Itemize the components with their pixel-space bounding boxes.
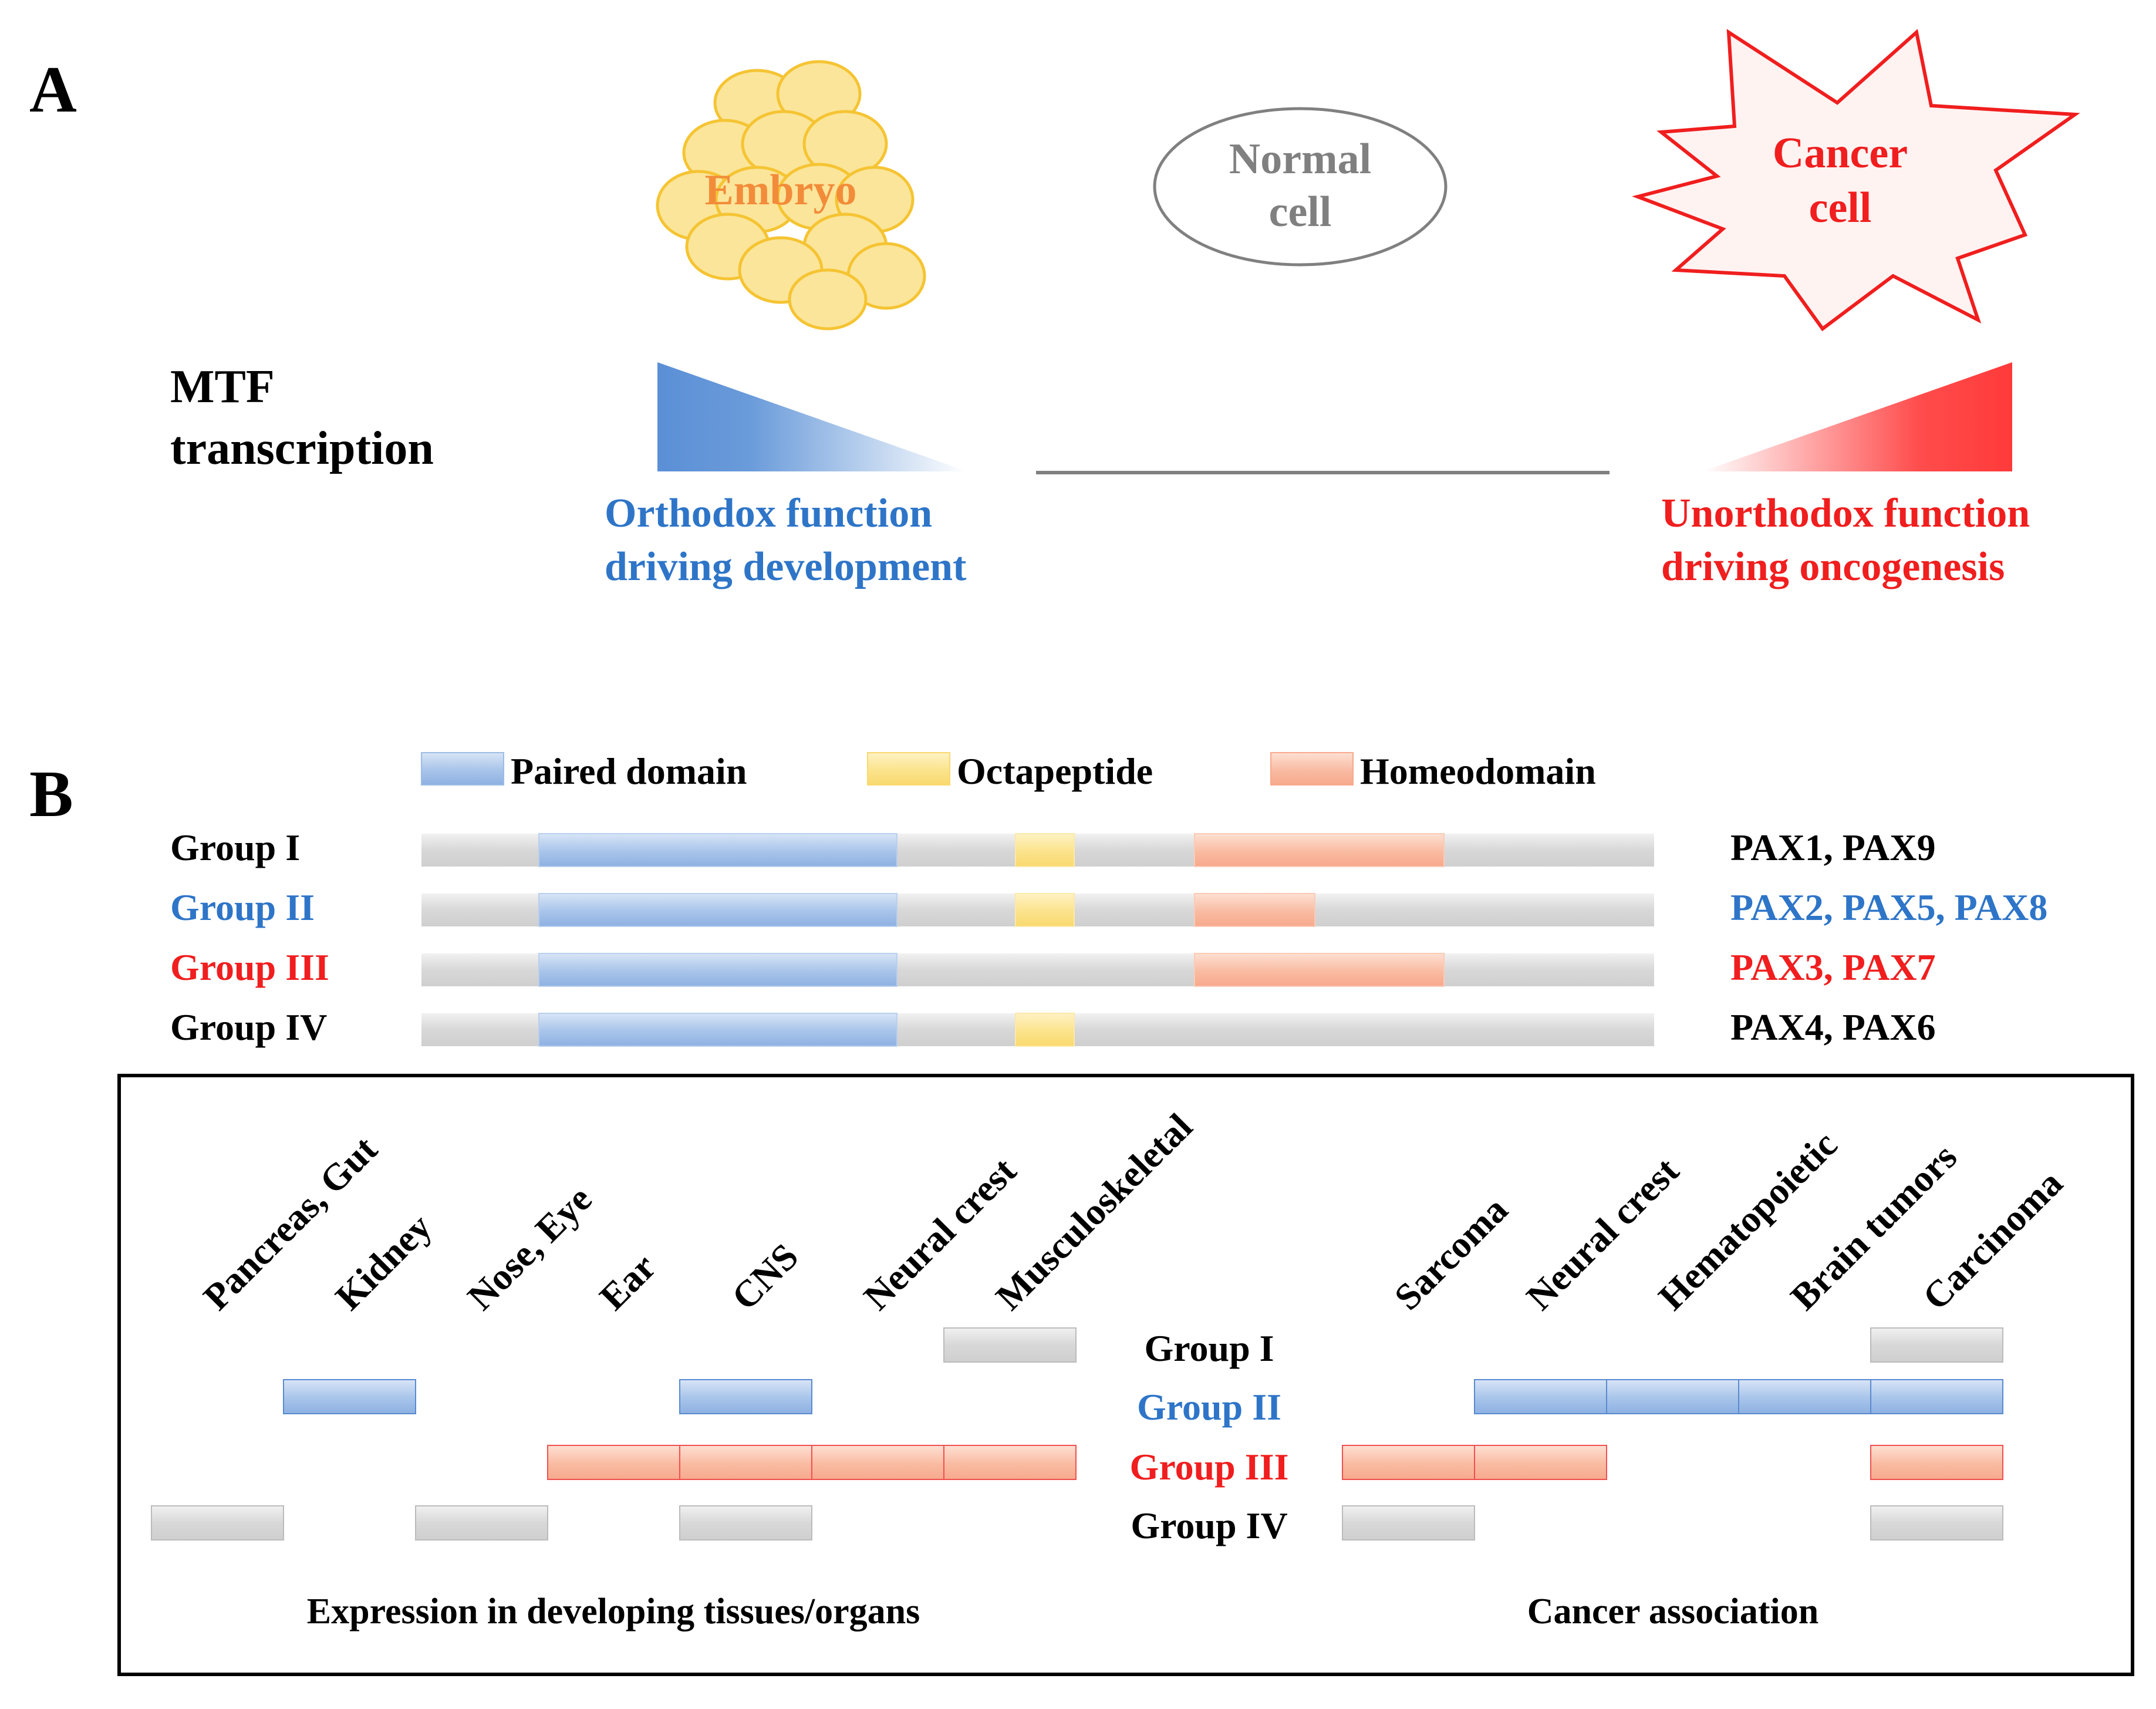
embryo-label: Embryo — [705, 166, 857, 214]
unorthodox-wedge — [1702, 362, 2012, 471]
group-4-genes: PAX4, PAX6 — [1730, 1006, 1936, 1048]
orthodox-label-1: Orthodox function — [605, 491, 932, 536]
mtf-label-1: MTF — [170, 361, 275, 413]
mtf-label-2: transcription — [170, 423, 434, 474]
legend-octapeptide-label: Octapeptide — [957, 750, 1153, 792]
dev-cell-g2-c5 — [679, 1379, 812, 1414]
tissue-header-3: Ear — [592, 1246, 664, 1318]
cancer-caption: Cancer association — [1527, 1592, 1819, 1632]
legend-paired-label: Paired domain — [511, 750, 747, 792]
panel-a: A Embryo Normal cell Cancer cell M — [29, 29, 2080, 589]
dev-cell-g3-c6 — [811, 1445, 944, 1480]
cancer-cell-g3-c2 — [1474, 1445, 1607, 1480]
tissue-header-4: CNS — [724, 1235, 807, 1318]
cancer-cell-g2-c3 — [1606, 1379, 1739, 1414]
orthodox-wedge — [657, 362, 967, 471]
tissue-header-6: Musculoskeletal — [988, 1105, 1200, 1318]
group-1-paired-domain — [538, 833, 898, 867]
unorthodox-label-1: Unorthodox function — [1661, 491, 2030, 536]
group-3-label: Group III — [170, 946, 329, 988]
cancer-cell-label-2: cell — [1809, 184, 1872, 232]
group-3-homeodomain — [1194, 953, 1445, 987]
legend-swatch-paired — [421, 752, 504, 786]
group-1-octapeptide — [1015, 833, 1075, 867]
panel-b: B Paired domain Octapeptide Homeodomain … — [29, 750, 2134, 1676]
group-3-genes: PAX3, PAX7 — [1730, 946, 1936, 988]
cancer-cell-label-1: Cancer — [1773, 129, 1908, 177]
cancer-cell-g4-c5 — [1870, 1505, 2003, 1541]
cancer-cell-star — [1632, 29, 2080, 332]
panel-b-label: B — [29, 758, 73, 831]
normal-cell-label-1: Normal — [1229, 135, 1372, 183]
dev-cell-g3-c5 — [679, 1445, 812, 1480]
group-2-label: Group II — [170, 886, 315, 928]
cancer-cell-g3-c5 — [1870, 1445, 2003, 1480]
dev-caption: Expression in developing tissues/organs — [307, 1592, 920, 1632]
dev-cell-g1-c7 — [943, 1327, 1077, 1363]
group-4-paired-domain — [538, 1013, 898, 1047]
matrix-group-2-label: Group II — [1137, 1386, 1281, 1428]
normal-cell-label-2: cell — [1269, 188, 1332, 236]
cancer-cell-g2-c2 — [1474, 1379, 1607, 1414]
dev-cell-g4-c1 — [151, 1505, 284, 1541]
cancer-cell-g2-c4 — [1738, 1379, 1871, 1414]
group-4-label: Group IV — [170, 1006, 327, 1048]
normal-cell-shape — [1153, 107, 1448, 267]
cancer-cell-g1-c5 — [1870, 1327, 2003, 1363]
panel-a-label: A — [29, 53, 77, 126]
legend-homeodomain-label: Homeodomain — [1360, 750, 1596, 792]
group-2-homeodomain — [1194, 893, 1315, 927]
dev-cell-g4-c5 — [679, 1505, 812, 1541]
group-1-homeodomain — [1194, 833, 1445, 867]
tissue-header-2: Nose, Eye — [460, 1178, 600, 1318]
group-2-octapeptide — [1015, 893, 1075, 927]
group-2-paired-domain — [538, 893, 898, 927]
cancer-header-0: Sarcoma — [1386, 1189, 1516, 1318]
orthodox-label-2: driving development — [605, 544, 966, 589]
group-4-octapeptide — [1015, 1013, 1075, 1047]
legend-swatch-octapeptide — [867, 752, 950, 786]
group-1-genes: PAX1, PAX9 — [1730, 827, 1936, 868]
group-3-paired-domain — [538, 953, 898, 987]
cancer-cell-g4-c1 — [1342, 1505, 1475, 1541]
cancer-cell-g3-c1 — [1342, 1445, 1475, 1480]
dev-cell-g2-c2 — [283, 1379, 416, 1414]
dev-cell-g3-c4 — [547, 1445, 680, 1480]
dev-cell-g3-c7 — [943, 1445, 1077, 1480]
cancer-cell-g2-c5 — [1870, 1379, 2003, 1414]
unorthodox-label-2: driving oncogenesis — [1661, 544, 2005, 589]
embryo-cluster — [656, 60, 926, 331]
legend-swatch-homeodomain — [1270, 752, 1354, 786]
group-1-label: Group I — [170, 827, 300, 868]
matrix-group-3-label: Group III — [1130, 1446, 1289, 1488]
expression-box — [117, 1074, 2134, 1676]
matrix-group-4-label: Group IV — [1131, 1505, 1287, 1546]
tissue-header-1: Kidney — [328, 1206, 440, 1318]
dev-cell-g4-c3 — [415, 1505, 548, 1541]
group-2-genes: PAX2, PAX5, PAX8 — [1730, 886, 2047, 928]
matrix-group-1-label: Group I — [1144, 1327, 1274, 1369]
